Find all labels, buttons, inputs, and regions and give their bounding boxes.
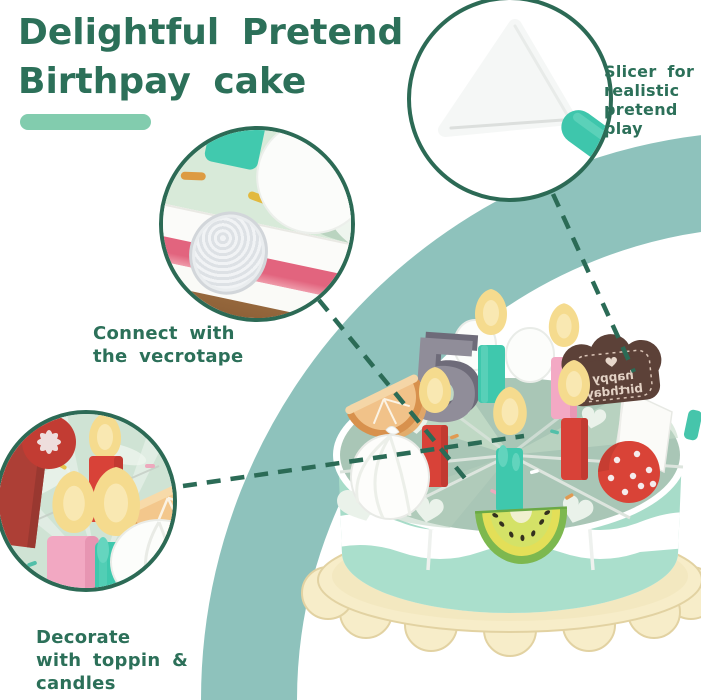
velcro-caption-line: the vecrotape	[93, 346, 244, 367]
cake-slice-closeup	[163, 130, 351, 318]
strawberry	[598, 441, 660, 503]
sign-text-line2: birthday	[585, 381, 643, 401]
velcro-caption-line: Connect with	[93, 323, 235, 344]
candle-red-right	[558, 360, 590, 480]
candles-caption-line: Decorate	[36, 627, 131, 648]
callout-velcro-circle	[159, 126, 355, 322]
slicer-caption-line: pretend	[604, 100, 678, 119]
velcro-caption: Connect with the vecrotape	[93, 322, 244, 368]
cream-shell	[350, 426, 430, 520]
candle-teal-back	[475, 289, 507, 403]
slicer-caption-line: Slicer for	[604, 62, 695, 81]
confetti-sprinkle	[180, 171, 206, 181]
candle-teal-front	[493, 386, 527, 512]
slicer-caption: Slicer for realistic pretend play	[604, 62, 694, 138]
page-title: Delightful Pretend Birthpay cake	[18, 8, 403, 106]
orange-slice	[345, 374, 427, 440]
slicer-caption-line: realistic	[604, 81, 680, 100]
candles-closeup	[0, 414, 173, 588]
connector-candles	[182, 433, 525, 489]
slicer-caption-line: play	[604, 119, 643, 138]
connector-velcro	[317, 298, 470, 484]
title-underline-bar	[20, 114, 151, 130]
callout-slicer-circle	[407, 0, 613, 202]
strawberry-top	[22, 415, 76, 469]
callout-candles-circle	[0, 410, 177, 592]
candles-caption-line: candles	[36, 673, 116, 694]
title-line1: Delightful Pretend	[18, 12, 404, 53]
sign-text-line1: happy	[591, 368, 634, 386]
kiwi-slice	[474, 506, 568, 564]
candles-caption: Decorate with toppin & candles	[36, 626, 188, 695]
title-line2: Birthpay cake	[18, 61, 307, 102]
connector-slicer	[550, 193, 637, 373]
cake-slicer-icon	[438, 19, 609, 192]
birthday-cake-product-photo: 5 5 happy	[301, 289, 701, 657]
candles-caption-line: with toppin &	[36, 650, 189, 671]
